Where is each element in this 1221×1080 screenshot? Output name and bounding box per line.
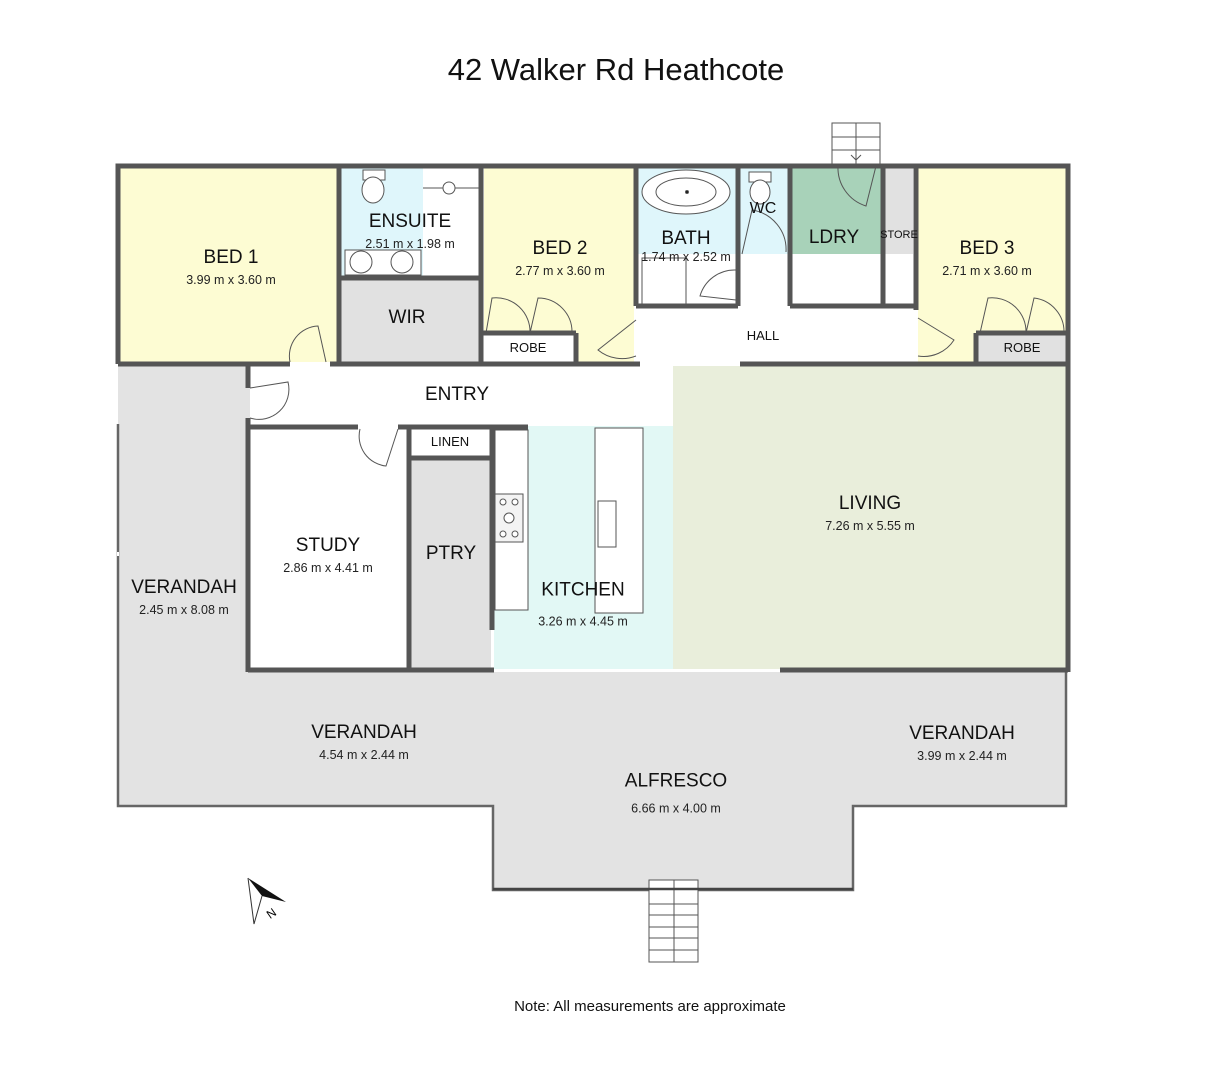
room-name: ENSUITE bbox=[368, 210, 452, 232]
room-store: STORE bbox=[880, 229, 918, 243]
room-linen: LINEN bbox=[431, 434, 469, 450]
room-dims: 3.99 m x 2.44 m bbox=[917, 748, 1007, 763]
room-wir: WIR bbox=[389, 306, 426, 330]
ptry-floor bbox=[411, 460, 491, 669]
room-entry: ENTRY bbox=[425, 383, 489, 407]
door-wc bbox=[741, 209, 787, 255]
room-dims: 3.26 m x 4.45 m bbox=[538, 614, 628, 629]
bed3-floor bbox=[918, 168, 1066, 362]
room-dims: 2.45 m x 8.08 m bbox=[139, 602, 229, 617]
room-dims: 1.74 m x 2.52 m bbox=[641, 249, 731, 264]
room-name: PTRY bbox=[425, 543, 477, 565]
door-bed2 bbox=[597, 319, 637, 360]
room-robe-bed2: ROBE bbox=[510, 340, 547, 356]
room-dims: 6.66 m x 4.00 m bbox=[631, 801, 721, 816]
room-dims: 4.54 m x 2.44 m bbox=[319, 747, 409, 762]
room-name: ROBE bbox=[509, 339, 547, 355]
door-entry bbox=[249, 381, 290, 420]
room-hall: HALL bbox=[747, 328, 780, 344]
bed1-floor bbox=[120, 168, 338, 362]
room-dims: 2.71 m x 3.60 m bbox=[942, 263, 1032, 278]
room-name: WIR bbox=[388, 307, 426, 329]
room-dims: 2.51 m x 1.98 m bbox=[365, 236, 455, 251]
bath-shower bbox=[641, 257, 687, 307]
exterior-wall bbox=[115, 163, 1071, 672]
door-bed3 bbox=[917, 317, 955, 357]
room-kitchen: KITCHEN 3.26 m x 4.45 m bbox=[538, 578, 628, 629]
living-floor bbox=[673, 366, 1066, 669]
room-name: HALL bbox=[746, 327, 780, 343]
doors bbox=[249, 165, 1065, 467]
north-arrow-icon: N bbox=[247, 877, 286, 925]
room-ldry: LDRY bbox=[809, 226, 859, 250]
stairs bbox=[493, 122, 881, 963]
room-name: ENTRY bbox=[424, 384, 490, 406]
room-name: VERANDAH bbox=[131, 576, 237, 598]
room-dims: 3.99 m x 3.60 m bbox=[186, 272, 276, 287]
room-ptry: PTRY bbox=[426, 542, 476, 566]
bed2-floor bbox=[484, 168, 634, 362]
room-bed2: BED 2 2.77 m x 3.60 m bbox=[515, 237, 605, 279]
room-bed1: BED 1 3.99 m x 3.60 m bbox=[186, 246, 276, 288]
wc-toilet bbox=[749, 179, 771, 205]
ensuite-toilet bbox=[361, 176, 385, 204]
study-floor bbox=[250, 429, 407, 669]
door-robe3 bbox=[979, 297, 1065, 334]
room-name: STUDY bbox=[295, 534, 361, 556]
door-study bbox=[358, 428, 399, 467]
room-name: ALFRESCO bbox=[624, 770, 728, 792]
room-floors bbox=[120, 168, 1066, 669]
door-bed1 bbox=[288, 325, 327, 363]
room-alfresco: ALFRESCO 6.66 m x 4.00 m bbox=[625, 769, 727, 816]
room-name: BATH bbox=[661, 227, 711, 249]
room-dims: 2.86 m x 4.41 m bbox=[283, 560, 373, 575]
room-wc: WC bbox=[750, 199, 777, 219]
robe2-floor bbox=[484, 333, 574, 362]
door-robe2 bbox=[485, 297, 573, 334]
wir-floor bbox=[341, 280, 479, 362]
robe3-floor bbox=[978, 333, 1066, 362]
room-name: LIVING bbox=[838, 492, 902, 514]
linen-floor bbox=[411, 429, 491, 456]
room-name: VERANDAH bbox=[311, 721, 417, 743]
room-robe-bed3: ROBE bbox=[1004, 340, 1041, 356]
room-name: BED 3 bbox=[959, 237, 1015, 259]
door-ldry bbox=[837, 165, 877, 207]
room-name: ROBE bbox=[1003, 339, 1041, 355]
room-verandah-west: VERANDAH 2.45 m x 8.08 m bbox=[131, 576, 237, 618]
verandah-area bbox=[118, 364, 1066, 890]
room-study: STUDY 2.86 m x 4.41 m bbox=[283, 534, 373, 576]
room-dims: 2.77 m x 3.60 m bbox=[515, 263, 605, 278]
room-name: BED 1 bbox=[203, 246, 259, 268]
island-sink bbox=[597, 500, 617, 548]
walls bbox=[115, 163, 1071, 673]
room-name: STORE bbox=[880, 229, 918, 242]
room-dims: 7.26 m x 5.55 m bbox=[825, 518, 915, 533]
door-bath bbox=[699, 269, 737, 301]
measurement-note: Note: All measurements are approximate bbox=[514, 998, 786, 1015]
north-label: N bbox=[264, 905, 279, 921]
room-verandah-south: VERANDAH 4.54 m x 2.44 m bbox=[311, 721, 417, 763]
room-name: VERANDAH bbox=[909, 722, 1015, 744]
room-verandah-east: VERANDAH 3.99 m x 2.44 m bbox=[909, 722, 1015, 764]
fixtures bbox=[344, 169, 772, 614]
plan-title: 42 Walker Rd Heathcote bbox=[447, 52, 785, 87]
room-name: LINEN bbox=[430, 433, 470, 449]
room-name: BED 2 bbox=[532, 237, 588, 259]
room-living: LIVING 7.26 m x 5.55 m bbox=[825, 492, 915, 534]
room-name: KITCHEN bbox=[541, 579, 625, 601]
room-ensuite: ENSUITE 2.51 m x 1.98 m bbox=[365, 210, 455, 252]
room-bed3: BED 3 2.71 m x 3.60 m bbox=[942, 237, 1032, 279]
entry-floor bbox=[250, 366, 673, 426]
room-name: WC bbox=[749, 200, 777, 217]
room-name: LDRY bbox=[808, 227, 860, 249]
